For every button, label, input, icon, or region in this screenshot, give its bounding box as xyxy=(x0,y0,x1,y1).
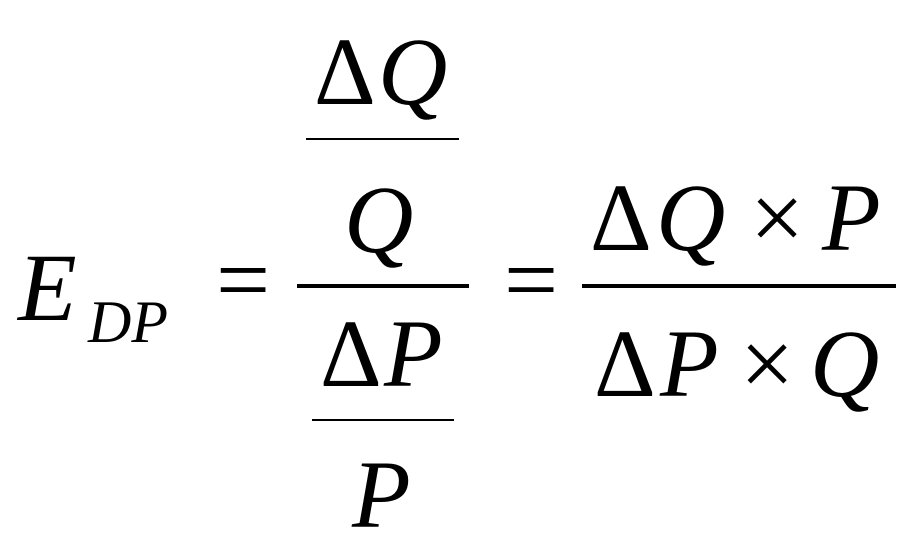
right-top-variable-p: P xyxy=(822,164,881,271)
elasticity-subscript-dp: DP xyxy=(88,289,168,355)
elasticity-symbol-e: E xyxy=(18,234,77,341)
equals-sign-first: = xyxy=(216,226,271,333)
middle-bottom-variable-p: P xyxy=(384,300,443,407)
middle-top-variable-q: Q xyxy=(378,18,448,125)
right-bottom-delta: Δ xyxy=(594,310,656,417)
right-top-delta: Δ xyxy=(590,164,652,271)
middle-top-denominator-q: Q xyxy=(344,166,414,273)
middle-main-fraction-bar xyxy=(297,284,469,288)
middle-bottom-inner-fraction-bar xyxy=(312,419,454,421)
middle-top-delta: Δ xyxy=(314,18,376,125)
middle-bottom-delta: Δ xyxy=(320,300,382,407)
right-bottom-variable-p: P xyxy=(660,310,719,417)
middle-bottom-denominator-p: P xyxy=(352,441,411,548)
right-bottom-variable-q: Q xyxy=(810,310,880,417)
right-bottom-times-sign: × xyxy=(740,310,795,417)
right-main-fraction-bar xyxy=(582,284,896,288)
middle-top-inner-fraction-bar xyxy=(306,138,459,140)
right-top-times-sign: × xyxy=(750,164,805,271)
equals-sign-second: = xyxy=(504,226,559,333)
right-top-variable-q: Q xyxy=(656,164,726,271)
